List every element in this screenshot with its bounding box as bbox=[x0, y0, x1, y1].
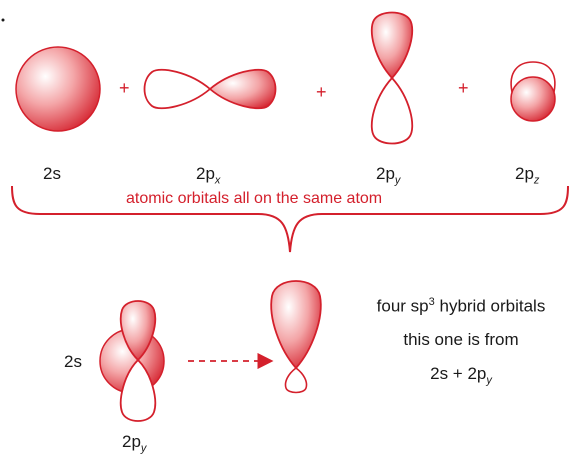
hybrid-large-lobe bbox=[271, 281, 321, 368]
label-mix-2py: 2py bbox=[122, 432, 146, 454]
orbital-2px-lobe-right bbox=[210, 70, 276, 109]
label-2pz: 2pz bbox=[515, 164, 539, 186]
orbital-2pz-front-lobe bbox=[511, 77, 555, 121]
hybrid-text-line2: this one is from bbox=[356, 330, 566, 350]
plus-sign-2: + bbox=[316, 82, 327, 103]
hybrid-text-line1: four sp3 hybrid orbitals bbox=[356, 296, 566, 317]
orbital-2py-lobe-bottom bbox=[372, 78, 413, 144]
hybrid-small-lobe bbox=[285, 368, 306, 393]
plus-sign-3: + bbox=[458, 78, 469, 99]
label-2py: 2py bbox=[376, 164, 400, 186]
plus-sign-1: + bbox=[119, 78, 130, 99]
corner-dot bbox=[2, 19, 5, 22]
orbital-2py-lobe-top bbox=[372, 13, 413, 79]
label-2s: 2s bbox=[43, 164, 61, 184]
label-mix-2s: 2s bbox=[64, 352, 82, 372]
orbital-2s-sphere bbox=[16, 47, 100, 131]
hybrid-text-line3: 2s + 2py bbox=[356, 364, 566, 386]
label-2px: 2px bbox=[196, 164, 220, 186]
caption-atomic-orbitals: atomic orbitals all on the same atom bbox=[126, 190, 382, 208]
orbital-2px-lobe-left bbox=[145, 70, 211, 109]
